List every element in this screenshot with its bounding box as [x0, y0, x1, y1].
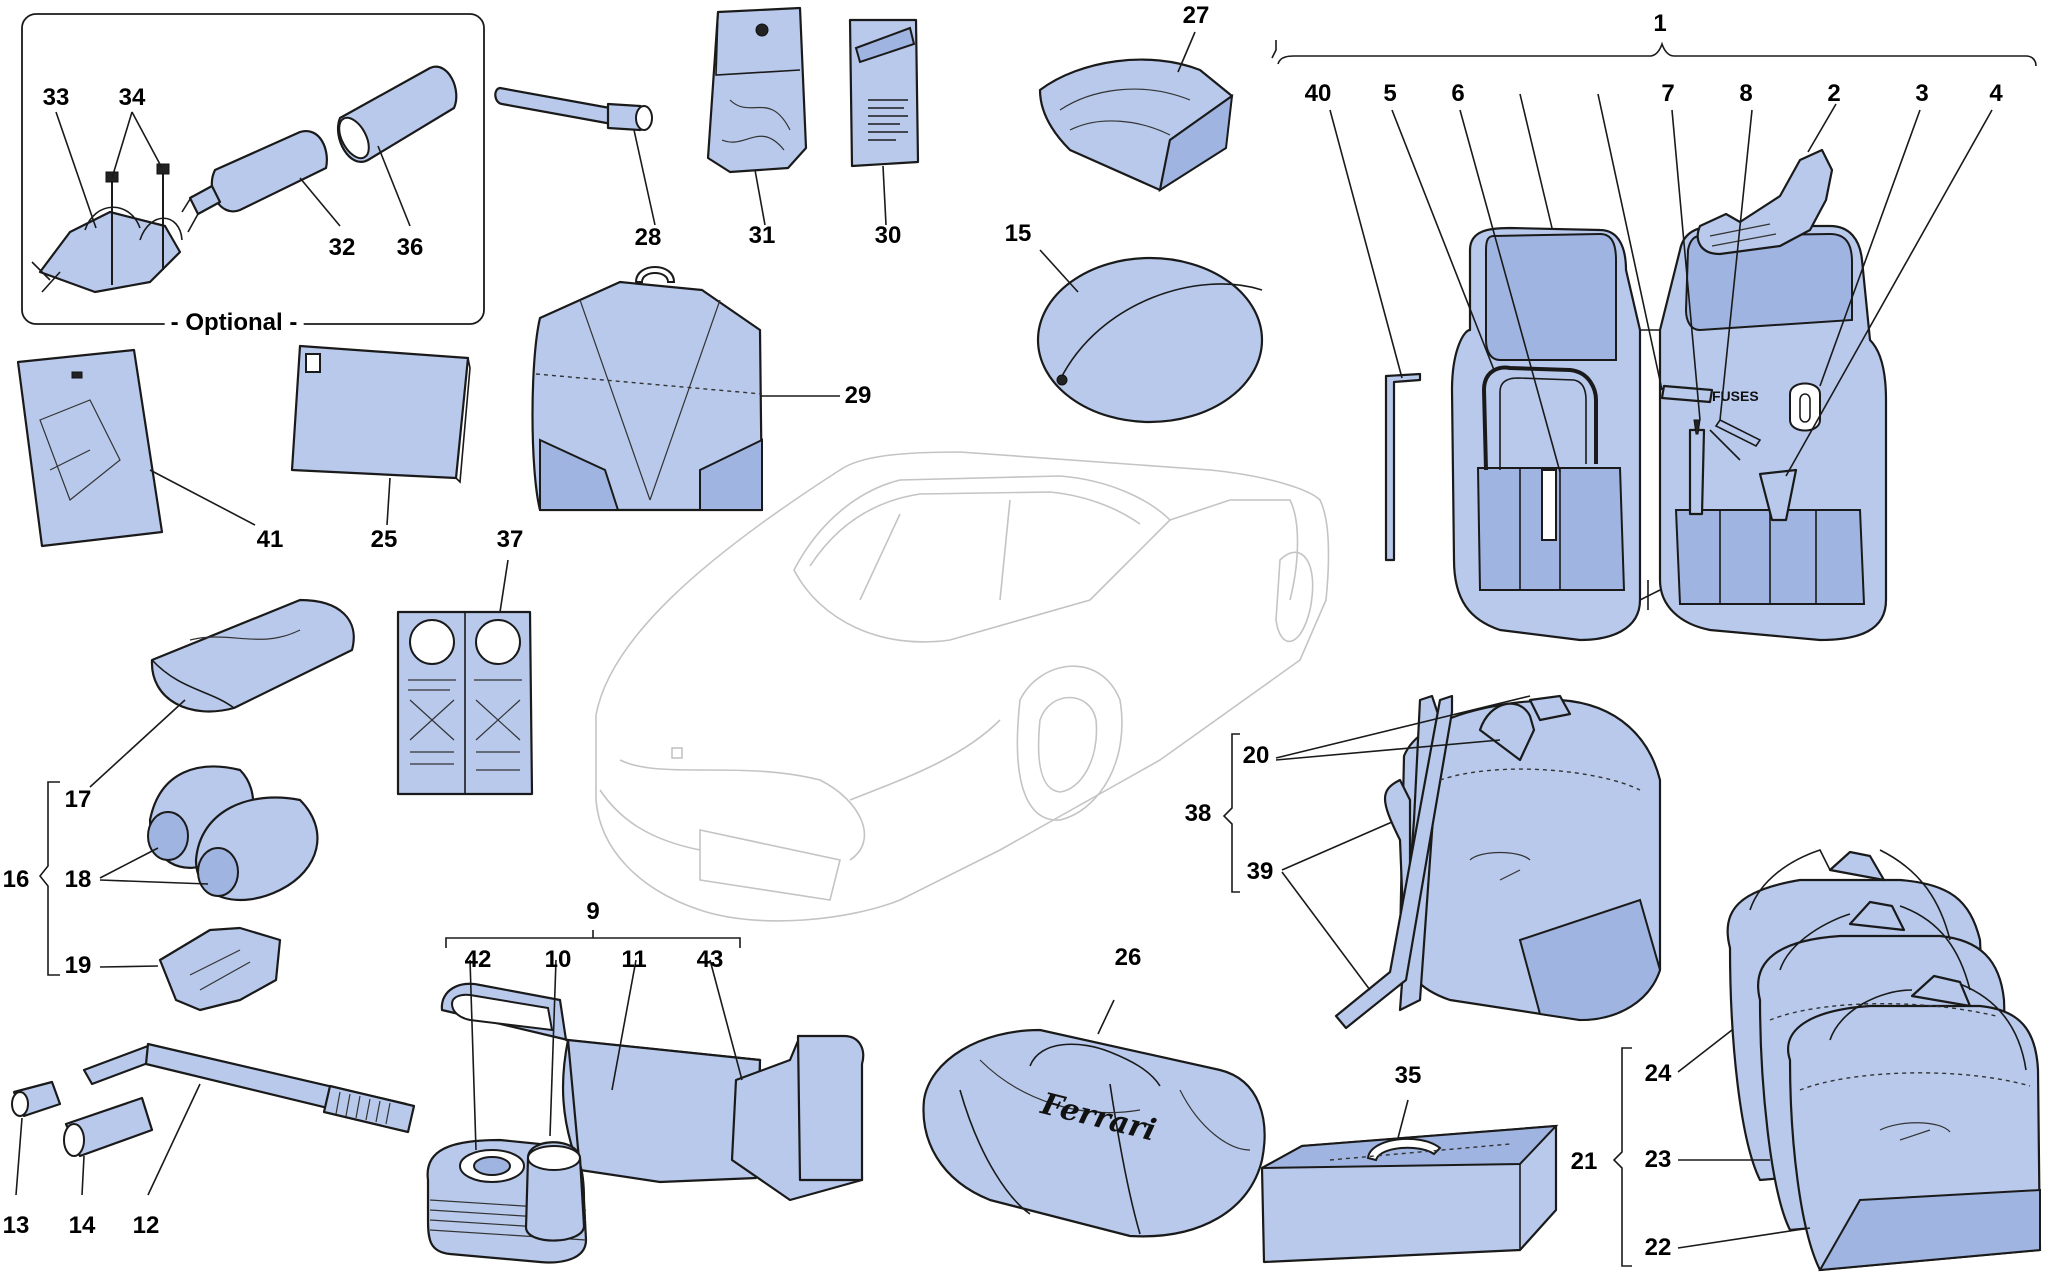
garment-bag [531, 266, 840, 512]
callout-33: 33 [42, 84, 70, 111]
callout-16: 16 [2, 866, 30, 893]
callout-40: 40 [1304, 80, 1332, 107]
callout-14: 14 [68, 1212, 96, 1239]
leader-34a [111, 111, 133, 179]
callout-34: 34 [118, 84, 146, 111]
callout-43: 43 [696, 946, 724, 973]
callout-21: 21 [1570, 1148, 1598, 1175]
backpack [1275, 694, 1662, 1030]
manual-booklet [848, 18, 920, 226]
callout-24: 24 [1644, 1060, 1672, 1087]
callout-5: 5 [1383, 80, 1397, 107]
leader-36 [377, 145, 411, 227]
fuses-label: FUSES [1712, 388, 1759, 404]
screw-right [156, 163, 170, 175]
callout-28: 28 [634, 224, 662, 251]
callout-17: 17 [64, 786, 92, 813]
allen-key [1329, 109, 1422, 562]
callout-39: 39 [1246, 858, 1274, 885]
hanger-card [396, 559, 534, 796]
callout-22: 22 [1644, 1234, 1672, 1261]
optional-label: - Optional - [164, 309, 304, 337]
callout-26: 26 [1114, 944, 1142, 971]
callout-38: 38 [1184, 800, 1212, 827]
optional-group [21, 13, 485, 325]
callout-35: 35 [1394, 1062, 1422, 1089]
callout-1: 1 [1653, 10, 1667, 37]
callout-18: 18 [64, 866, 92, 893]
socket-large [63, 1096, 154, 1196]
callout-19: 19 [64, 952, 92, 979]
tool-bag [1260, 1099, 1559, 1264]
brace-38 [1222, 733, 1240, 893]
callout-29: 29 [844, 382, 872, 409]
luggage-set [1677, 849, 2042, 1272]
warranty-booklet [290, 344, 471, 526]
callout-20: 20 [1242, 742, 1270, 769]
flashlight [494, 86, 656, 226]
callout-41: 41 [256, 526, 284, 553]
callout-32: 32 [328, 234, 356, 261]
leader-33 [55, 111, 97, 229]
callout-3: 3 [1915, 80, 1929, 107]
wheel-bolt-bags [99, 765, 319, 902]
tool-roll-bag [1391, 93, 1993, 642]
callout-12: 12 [132, 1212, 160, 1239]
callout-31: 31 [748, 222, 776, 249]
callout-27: 27 [1182, 2, 1210, 29]
callout-7: 7 [1661, 80, 1675, 107]
callout-25: 25 [370, 526, 398, 553]
callout-6: 6 [1451, 80, 1465, 107]
work-gloves [99, 926, 282, 1012]
callout-4: 4 [1989, 80, 2003, 107]
callout-8: 8 [1739, 80, 1753, 107]
owners-manual [16, 348, 256, 548]
callout-10: 10 [544, 946, 572, 973]
callout-30: 30 [874, 222, 902, 249]
callout-13: 13 [2, 1212, 30, 1239]
callout-15: 15 [1004, 220, 1032, 247]
socket-small [11, 1080, 62, 1196]
callout-11: 11 [621, 946, 647, 973]
leader-34b [131, 111, 163, 169]
callout-42: 42 [464, 946, 492, 973]
callout-23: 23 [1644, 1146, 1672, 1173]
callout-36: 36 [396, 234, 424, 261]
callout-9: 9 [586, 898, 600, 925]
wheel-bag [1036, 249, 1264, 424]
callout-2: 2 [1827, 80, 1841, 107]
folded-car-cover [1038, 31, 1234, 193]
cleaning-cloth [89, 598, 355, 788]
leader-32 [299, 177, 341, 227]
extinguisher-bracket [38, 210, 182, 294]
inflator-kit [426, 959, 865, 1264]
brace-1 [1277, 41, 2037, 67]
glove-pouch [706, 6, 808, 226]
brace-21 [1612, 1047, 1632, 1267]
fire-extinguisher [210, 129, 328, 213]
callout-37: 37 [496, 526, 524, 553]
car-cover-bag [922, 999, 1266, 1238]
wheel-wrench [82, 1042, 416, 1196]
brace-16 [38, 781, 60, 976]
car-outline [595, 451, 1330, 922]
